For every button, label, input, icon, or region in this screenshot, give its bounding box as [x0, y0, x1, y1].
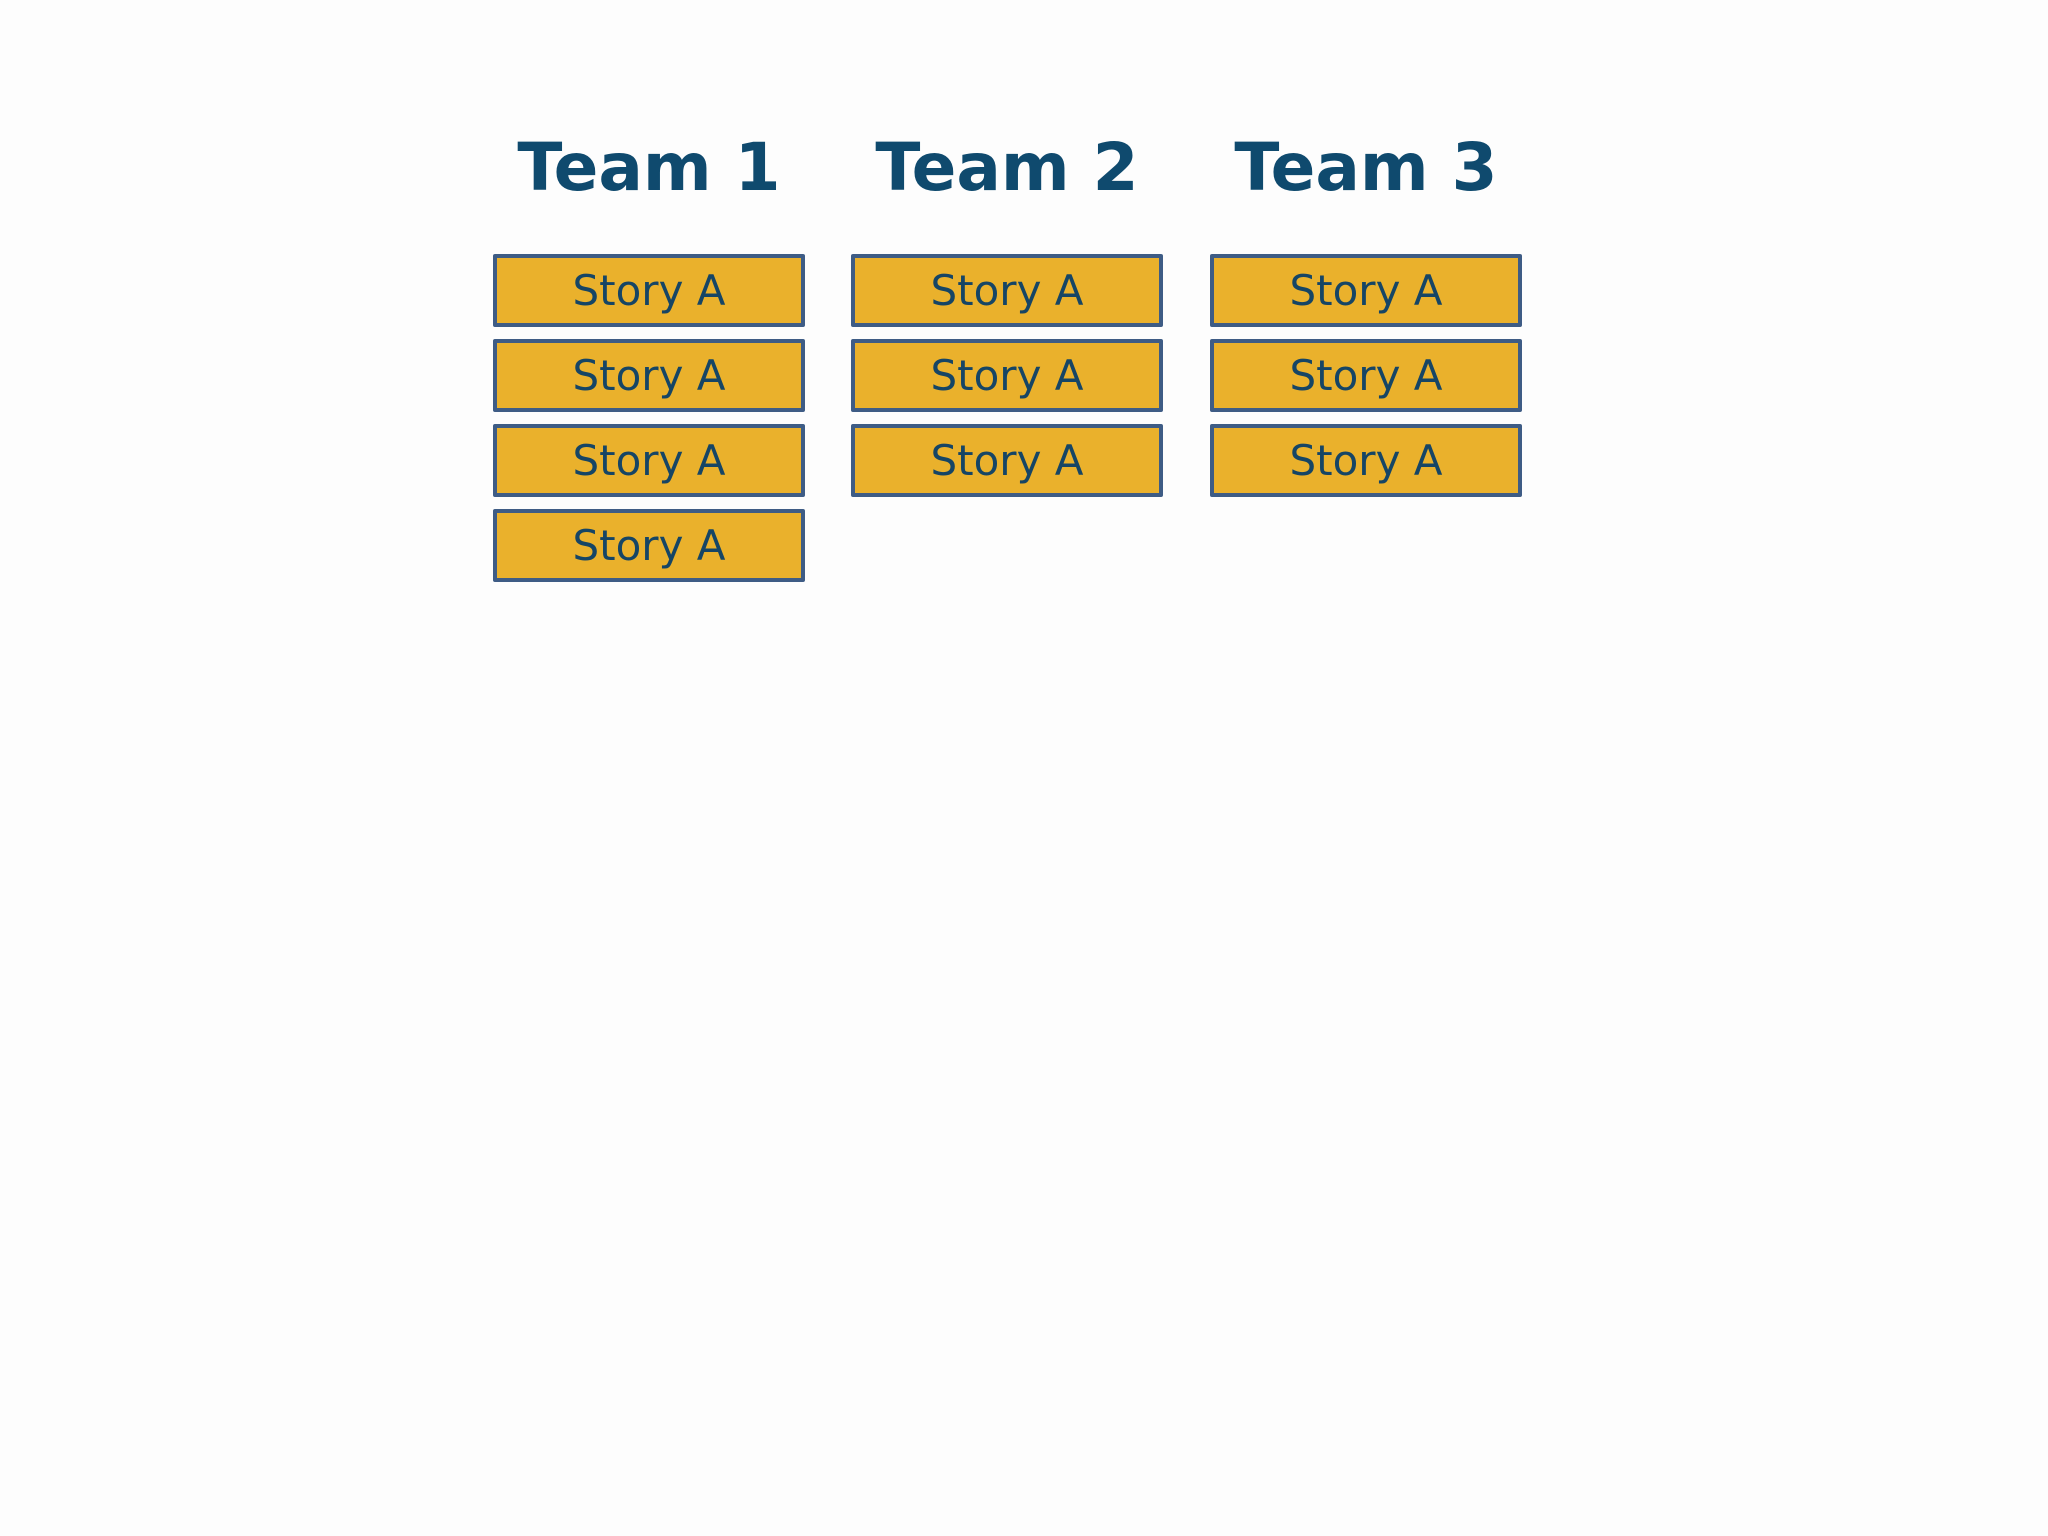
story-card[interactable]: Story A	[851, 339, 1163, 412]
team-1-title: Team 1	[517, 129, 781, 206]
story-card[interactable]: Story A	[1210, 339, 1522, 412]
story-card[interactable]: Story A	[493, 424, 805, 497]
story-card[interactable]: Story A	[1210, 424, 1522, 497]
story-card[interactable]: Story A	[851, 254, 1163, 327]
team-column-2: Team 2 Story A Story A Story A	[851, 120, 1163, 497]
story-card[interactable]: Story A	[493, 509, 805, 582]
story-card[interactable]: Story A	[851, 424, 1163, 497]
story-card[interactable]: Story A	[493, 339, 805, 412]
team-1-story-list: Story A Story A Story A Story A	[493, 254, 805, 594]
team-column-3: Team 3 Story A Story A Story A	[1210, 120, 1522, 497]
team-2-story-list: Story A Story A Story A	[851, 254, 1163, 509]
team-column-1: Team 1 Story A Story A Story A Story A	[493, 120, 805, 582]
team-3-story-list: Story A Story A Story A	[1210, 254, 1522, 509]
story-card[interactable]: Story A	[493, 254, 805, 327]
story-card[interactable]: Story A	[1210, 254, 1522, 327]
team-3-title: Team 3	[1234, 129, 1498, 206]
team-2-title: Team 2	[875, 129, 1139, 206]
